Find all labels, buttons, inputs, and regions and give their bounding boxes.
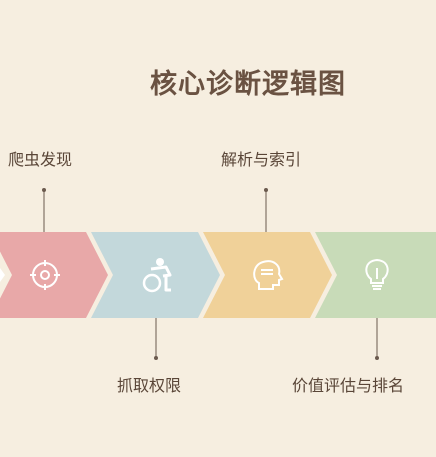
connector-crawl: [42, 188, 46, 232]
connector-value-ranking: [375, 318, 379, 360]
connector-parse-index: [264, 188, 268, 232]
crosshair-target-icon: [30, 260, 60, 290]
connector-fetch-permission: [154, 318, 158, 360]
left-edge-arrow-icon: [0, 268, 5, 282]
head-brain-icon: [253, 260, 284, 290]
page-title: 核心诊断逻辑图: [150, 69, 346, 100]
step-label-crawl: 爬虫发现: [8, 150, 73, 169]
step-chevron-value-ranking: [315, 232, 436, 318]
wheelchair-person-icon: [142, 258, 172, 293]
step-label-fetch-permission: 抓取权限: [117, 376, 182, 395]
step-label-parse-index: 解析与索引: [221, 150, 302, 169]
step-label-value-ranking: 价值评估与排名: [292, 376, 405, 395]
lightbulb-icon: [365, 258, 389, 290]
